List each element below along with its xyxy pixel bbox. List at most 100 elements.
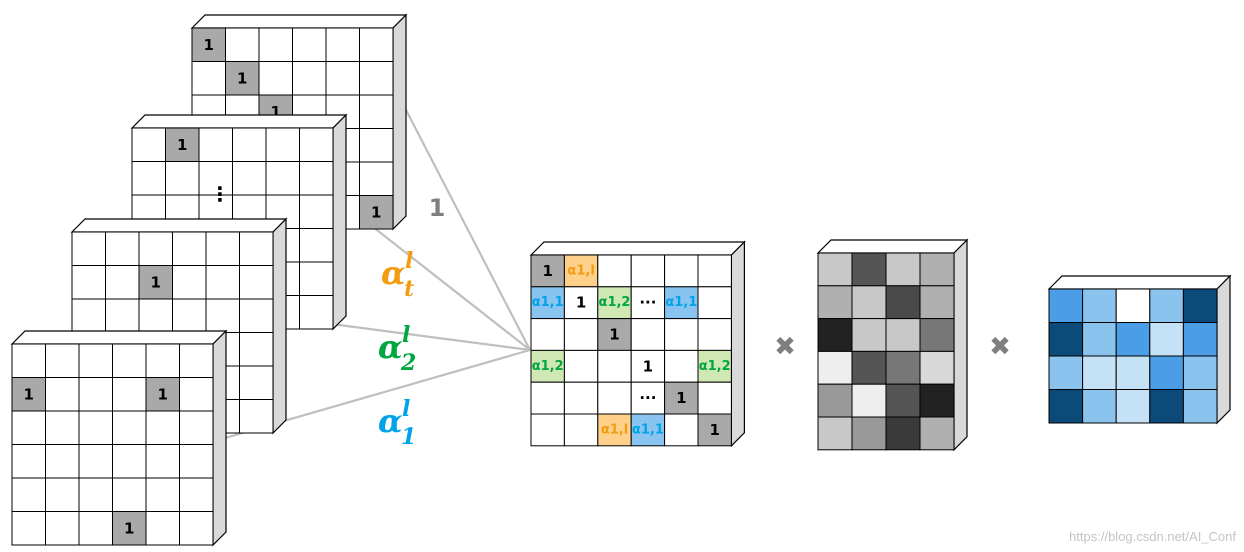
- multiply-symbol-1: ✖: [774, 332, 796, 362]
- layer-one-value: 1: [237, 69, 247, 87]
- combined-cell: [530, 349, 565, 383]
- layer-cell: [299, 161, 334, 196]
- layer-cell: [239, 332, 274, 367]
- layer-cell: [131, 161, 166, 196]
- alpha-t-label-superscript: l: [405, 248, 413, 274]
- alpha-2-label: α: [378, 328, 403, 366]
- layer-cell: [239, 265, 274, 300]
- layer-cell: [112, 444, 147, 479]
- output-cell: [1082, 288, 1117, 323]
- layer-cell: [145, 477, 180, 512]
- feature-cell: [919, 252, 955, 287]
- layer-cell: [265, 127, 300, 162]
- layer-one-value: 1: [158, 385, 168, 403]
- combined-cell-value: 1: [609, 326, 619, 344]
- layer-cell: [145, 511, 180, 546]
- combined-cell-value: α1,1: [632, 422, 664, 437]
- combined-cell: [563, 254, 599, 288]
- layer-cell: [299, 127, 334, 162]
- output-cell: [1115, 355, 1151, 390]
- combined-cell: [530, 413, 565, 447]
- combined-cell: [530, 254, 565, 288]
- layer-cell: [165, 161, 200, 196]
- layer-cell: [45, 377, 80, 412]
- layer-cell: [179, 444, 214, 479]
- output-cell: [1182, 322, 1218, 357]
- combined-cell: [697, 349, 732, 383]
- alpha-t-label: α: [381, 254, 406, 292]
- output-cell: [1115, 288, 1151, 323]
- alpha-1-label-subscript: 1: [401, 424, 416, 450]
- combined-cell: [697, 413, 732, 447]
- layer-cell: [299, 261, 334, 296]
- output-cell: [1149, 322, 1184, 357]
- combined-cell: [697, 318, 732, 351]
- feature-cell: [817, 350, 853, 385]
- feature-cell: [851, 416, 887, 451]
- layer-cell: [145, 410, 180, 445]
- output-cell: [1048, 389, 1084, 424]
- feature-cell: [885, 252, 921, 287]
- layer-one-value: 1: [124, 519, 134, 537]
- layer-cell: [112, 377, 147, 412]
- layer-cell: [258, 27, 293, 62]
- layer-cell: [78, 410, 113, 445]
- layer-top-face: [70, 218, 288, 233]
- layer-cell: [45, 343, 80, 378]
- layer-one-value: 1: [371, 203, 381, 221]
- layer-cell: [179, 377, 214, 412]
- combined-cell: [664, 381, 699, 415]
- combined-cell-value: 1: [542, 262, 552, 280]
- feature-cell: [885, 416, 921, 451]
- feature-cell: [817, 416, 853, 451]
- layer-cell: [265, 161, 300, 196]
- combined-cell: [530, 381, 565, 415]
- feature-cell: [851, 350, 887, 385]
- output-cell: [1048, 322, 1084, 357]
- layer-cell: [359, 195, 394, 230]
- combined-cell-value: α1,2: [532, 359, 564, 374]
- combined-cell-value: 1: [676, 389, 686, 407]
- weight-one-label: 1: [429, 194, 446, 222]
- alpha-2-label-subscript: 2: [400, 350, 416, 376]
- layer-side-face: [272, 217, 287, 435]
- layer-cell: [112, 410, 147, 445]
- alpha-2-label-superscript: l: [402, 322, 410, 348]
- layer-cell: [11, 511, 46, 546]
- layer-cell: [11, 477, 46, 512]
- layer-cell: [239, 298, 274, 333]
- layer-cell: [131, 127, 166, 162]
- feature-cell: [851, 318, 887, 352]
- feature-cell: [817, 252, 853, 287]
- layer-cell: [292, 27, 327, 62]
- layer-cell: [232, 161, 267, 196]
- layer-cell: [45, 410, 80, 445]
- layer-cell: [299, 228, 334, 263]
- feature-top-face: [816, 239, 969, 254]
- layer-cell: [292, 61, 327, 96]
- alpha-1-label: α: [378, 402, 403, 440]
- layer-cell: [179, 410, 214, 445]
- layer-cell: [105, 265, 140, 300]
- output-cell: [1115, 389, 1151, 424]
- feature-cell: [817, 318, 853, 352]
- feature-cell: [885, 350, 921, 385]
- layer-cell: [198, 127, 233, 162]
- output-cell: [1149, 355, 1184, 390]
- layer-cell: [205, 231, 240, 266]
- combined-cell-value: α1,l: [567, 263, 594, 278]
- layer-cell: [205, 298, 240, 333]
- output-cell: [1048, 355, 1084, 390]
- layer-one-value: 1: [24, 385, 34, 403]
- adjacency-layer-4: 1 1 1: [10, 329, 228, 547]
- operators: ✖✖: [774, 332, 1011, 362]
- combined-cell-value: α1,1: [665, 295, 697, 310]
- layer-cell: [11, 410, 46, 445]
- combined-cell: [597, 349, 632, 383]
- output-cell: [1149, 389, 1184, 424]
- layer-cell: [258, 61, 293, 96]
